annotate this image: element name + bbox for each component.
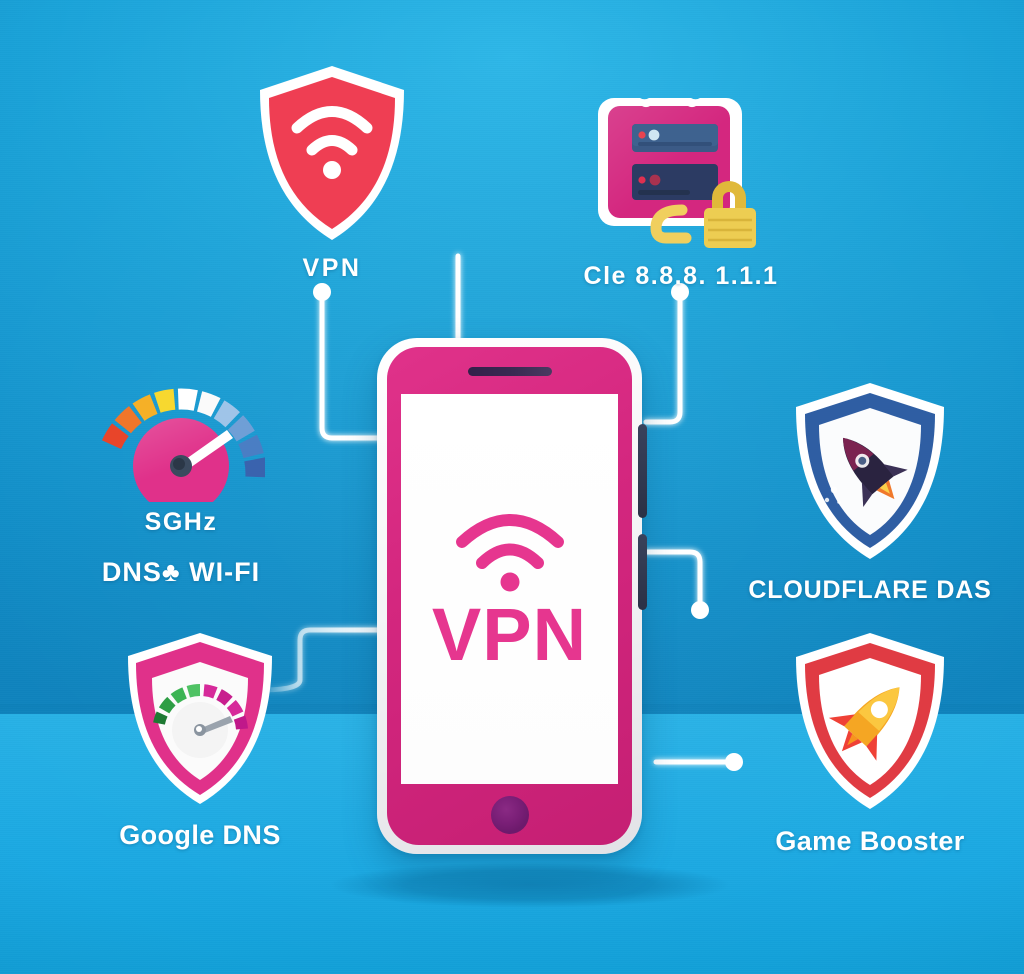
wire-phone-to-gb-upper: [643, 549, 703, 609]
shield-gauge-icon: [128, 633, 272, 804]
phone-side-button-upper[interactable]: [638, 424, 647, 518]
speaker-grille-icon: [467, 367, 552, 376]
phone-screen[interactable]: VPN: [401, 394, 618, 784]
node-game-booster-label: Game Booster: [775, 826, 965, 856]
node-cloudflare[interactable]: CLOUDFLARE DAS: [740, 378, 1000, 605]
node-game-booster[interactable]: Game Booster: [740, 628, 1000, 857]
phone-drop-shadow: [330, 862, 730, 908]
node-vpn[interactable]: VPN: [232, 60, 432, 283]
shield-wifi-icon: [260, 66, 404, 240]
node-vpn-label: VPN: [302, 254, 362, 282]
speed-gauge-icon: [101, 388, 265, 502]
wire-server-to-phone: [643, 293, 683, 425]
node-wifi-gauge-sublabel: DNS♣ WI-FI: [101, 557, 261, 587]
node-server-label: Cle 8.8.8. 1.1.1: [583, 262, 779, 290]
wire-vpn-to-phone: [319, 293, 395, 441]
node-server[interactable]: Cle 8.8.8. 1.1.1: [556, 82, 806, 291]
server-lock-icon: [598, 98, 756, 248]
shield-rocket-orange-icon: [796, 633, 944, 809]
node-wifi-gauge-label: SGHz: [144, 508, 218, 536]
phone-device[interactable]: VPN: [377, 338, 647, 854]
home-button[interactable]: [490, 796, 529, 834]
wifi-icon: [455, 514, 564, 592]
wire-endpoint-dots: [313, 283, 743, 771]
phone-side-button-lower[interactable]: [638, 534, 647, 610]
node-google-dns-label: Google DNS: [119, 820, 281, 850]
wire-gdns-to-phone: [257, 627, 389, 693]
node-google-dns[interactable]: Google DNS: [100, 628, 300, 851]
screen-vpn-label: VPN: [431, 593, 588, 676]
node-cloudflare-label: CLOUDFLARE DAS: [748, 576, 992, 604]
shield-rocket-dark-icon: [796, 383, 944, 559]
node-wifi-gauge[interactable]: SGHz DNS♣ WI-FI: [76, 378, 286, 588]
